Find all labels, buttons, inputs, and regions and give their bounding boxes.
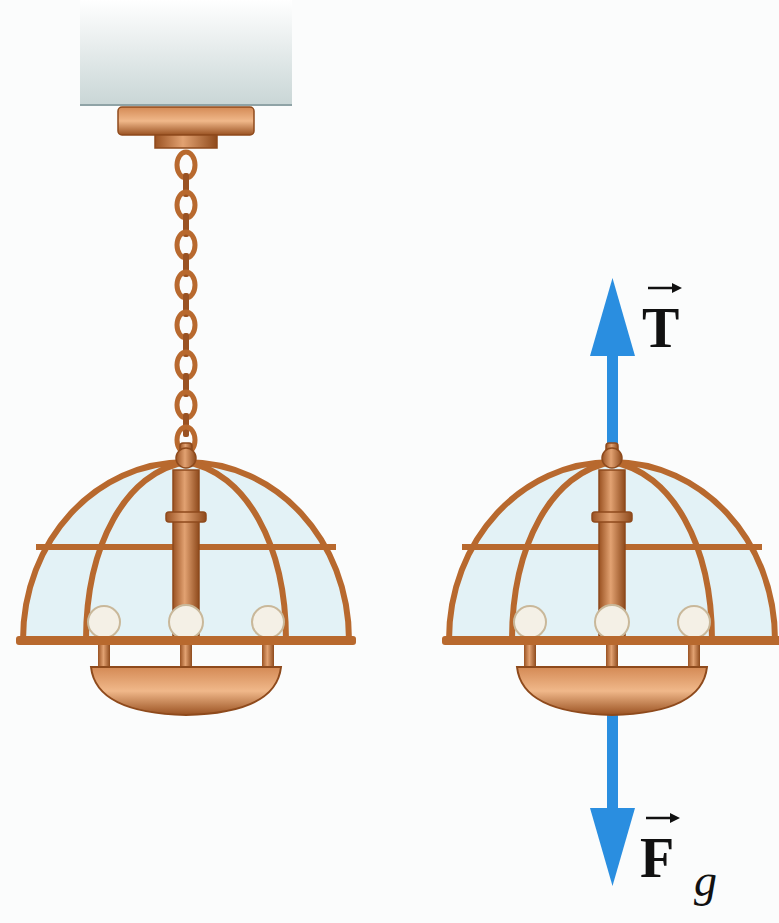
force-subscript: g xyxy=(694,858,717,904)
force-label: F xyxy=(640,830,674,886)
force-label: T xyxy=(642,300,679,356)
